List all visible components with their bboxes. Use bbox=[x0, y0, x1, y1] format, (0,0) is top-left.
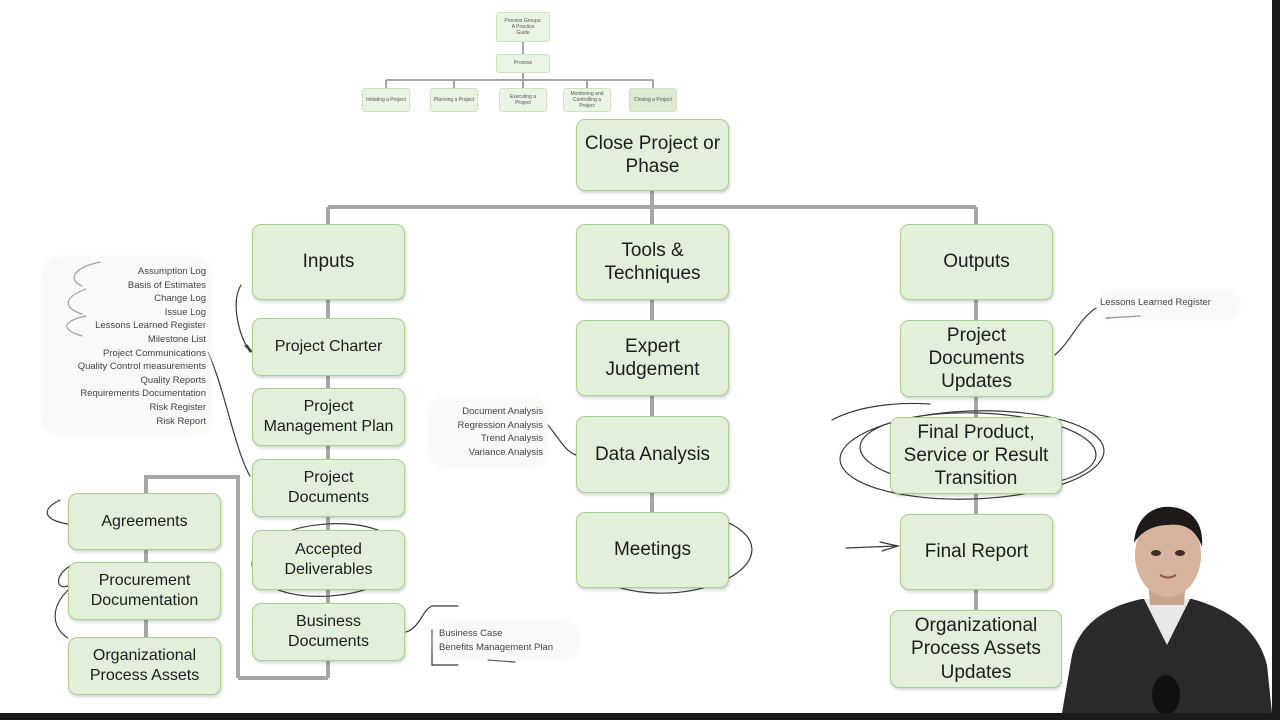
mini-group-initiating: Initiating a Project bbox=[362, 88, 410, 112]
document-updates-list: Lessons Learned Register bbox=[1100, 296, 1211, 310]
note-item: Risk Report bbox=[156, 415, 206, 427]
input-project-documents: Project Documents bbox=[252, 459, 405, 517]
input-business-documents: Business Documents bbox=[252, 603, 405, 661]
note-item: Risk Register bbox=[149, 401, 207, 413]
process-title-node: Close Project or Phase bbox=[576, 119, 729, 191]
note-item: Project Communications bbox=[103, 347, 206, 359]
mini-process-node: Process bbox=[496, 54, 550, 73]
left-procurement-documentation: Procurement Documentation bbox=[68, 562, 221, 620]
outputs-heading: Outputs bbox=[900, 224, 1053, 300]
mini-root-node: Process Groups: A Practice Guide bbox=[496, 12, 550, 42]
note-item: Quality Control measurements bbox=[77, 361, 206, 373]
tool-data-analysis: Data Analysis bbox=[576, 416, 729, 493]
output-project-documents-updates: Project Documents Updates bbox=[900, 320, 1053, 397]
note-item: Business Case bbox=[439, 628, 503, 639]
note-item: Regression Analysis bbox=[457, 419, 543, 431]
data-analysis-list: Document Analysis Regression Analysis Tr… bbox=[430, 405, 543, 459]
note-item: Change Log bbox=[154, 293, 206, 305]
note-item: Assumption Log bbox=[137, 266, 206, 277]
notes-background bbox=[428, 398, 548, 468]
note-item: Lessons Learned Register bbox=[95, 320, 206, 332]
project-documents-list: Assumption Log Basis of Estimates Change… bbox=[52, 265, 206, 428]
left-organizational-process-assets: Organizational Process Assets bbox=[68, 637, 221, 695]
input-project-charter: Project Charter bbox=[252, 318, 405, 376]
output-organizational-process-assets-updates: Organizational Process Assets Updates bbox=[890, 610, 1062, 688]
notes-background bbox=[433, 620, 581, 660]
output-final-report: Final Report bbox=[900, 514, 1053, 590]
tools-heading: Tools & Techniques bbox=[576, 224, 729, 300]
mini-group-monitoring: Monitoring and Controlling a Project bbox=[563, 88, 611, 112]
input-project-management-plan: Project Management Plan bbox=[252, 388, 405, 446]
note-item: Variance Analysis bbox=[468, 446, 543, 458]
tool-meetings: Meetings bbox=[576, 512, 729, 588]
note-item: Requirements Documentation bbox=[80, 388, 206, 400]
note-item: Trend Analysis bbox=[481, 433, 543, 445]
output-final-product-transition: Final Product, Service or Result Transit… bbox=[890, 417, 1062, 494]
note-item: Document Analysis bbox=[462, 406, 543, 417]
note-item: Lessons Learned Register bbox=[1100, 297, 1211, 308]
notes-background bbox=[1097, 290, 1241, 320]
inputs-heading: Inputs bbox=[252, 224, 405, 300]
notes-background bbox=[42, 257, 212, 435]
mini-group-planning: Planning a Project bbox=[430, 88, 478, 112]
presenter-video bbox=[1062, 495, 1272, 713]
input-accepted-deliverables: Accepted Deliverables bbox=[252, 530, 405, 590]
note-item: Issue Log bbox=[164, 306, 206, 318]
business-documents-list: Business Case Benefits Management Plan bbox=[439, 627, 553, 654]
tool-expert-judgement: Expert Judgement bbox=[576, 320, 729, 396]
note-item: Basis of Estimates bbox=[127, 279, 206, 291]
mini-group-executing: Executing a Project bbox=[499, 88, 547, 112]
mini-group-closing: Closing a Project bbox=[629, 88, 677, 112]
note-item: Benefits Management Plan bbox=[439, 641, 554, 653]
note-item: Milestone List bbox=[147, 333, 206, 345]
left-agreements: Agreements bbox=[68, 493, 221, 550]
note-item: Quality Reports bbox=[140, 374, 206, 386]
